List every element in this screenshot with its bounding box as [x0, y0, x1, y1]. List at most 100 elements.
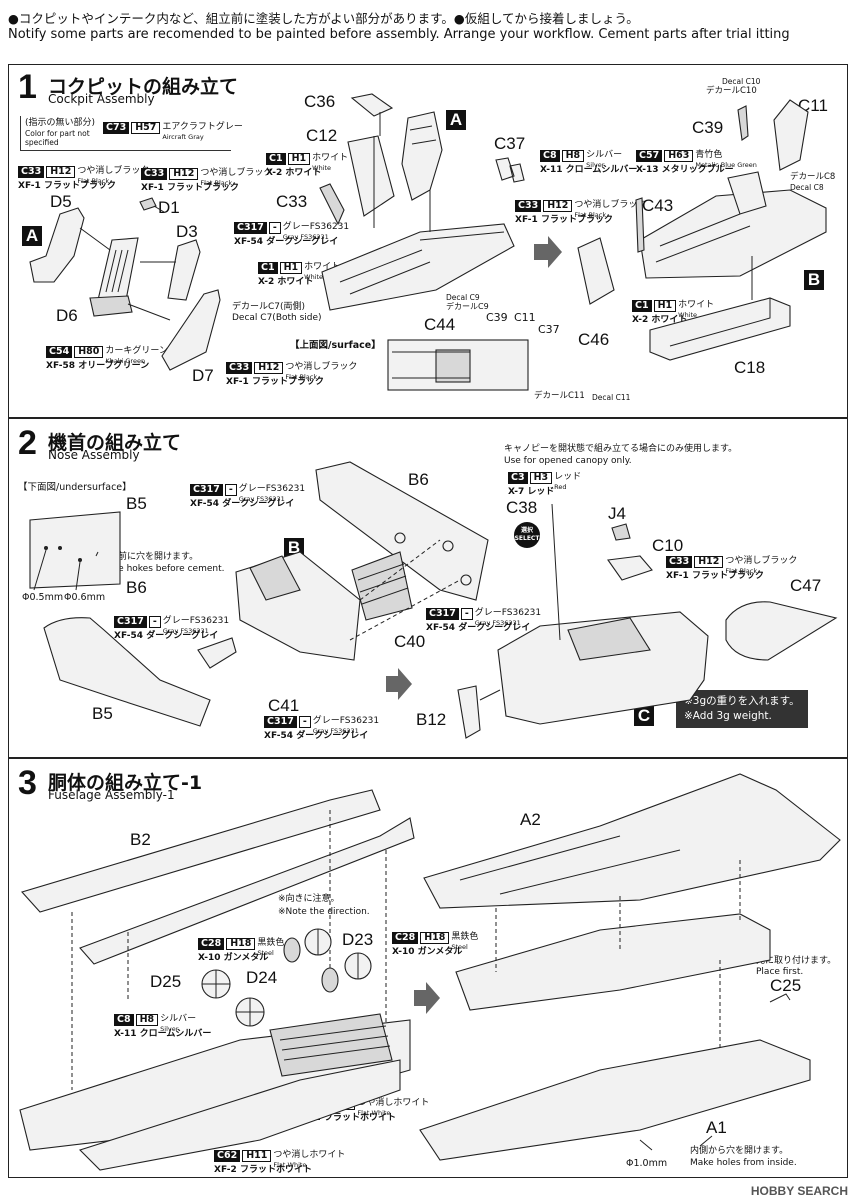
paint-jp: つや消しブラック	[725, 556, 798, 566]
paint-jp: つや消しブラック	[285, 362, 358, 372]
code2: -	[298, 716, 311, 728]
part-b-subassembly	[639, 189, 827, 279]
part-label-c25: C25	[770, 976, 802, 995]
paint-jp: ホワイト	[312, 153, 349, 163]
code2: H8	[135, 1014, 159, 1026]
holes-note-jp: 組立前に穴を開けます。	[100, 552, 199, 562]
part-label-c46: C46	[578, 330, 610, 349]
part-d3-shape	[167, 239, 201, 301]
decal-c9-jp: デカールC9	[446, 302, 489, 311]
unspec-jp: エアクラフトグレー	[162, 122, 243, 132]
decal-c8-en: Decal C8	[790, 183, 824, 192]
paint-jp: つや消しブラック	[200, 168, 273, 178]
paint-xf: XF-1 フラットブラック	[515, 215, 613, 225]
paint-jp: ホワイト	[304, 262, 341, 272]
paint-jp: 黒鉄色	[451, 932, 479, 942]
part-c40-shape	[351, 551, 413, 621]
paint-xf-c62-right: XF-2 フラットホワイト	[298, 1113, 396, 1123]
part-b-seat	[727, 171, 767, 215]
part-label-d25: D25	[150, 972, 182, 991]
holes-note-en: Make hokes before cement.	[100, 564, 225, 574]
paint-en: Gray FS36231	[238, 495, 285, 503]
part-label-b2: B2	[130, 830, 151, 849]
paint-xf-c62-left: XF-2 フラットホワイト	[214, 1165, 312, 1175]
part-d5-shape	[29, 207, 85, 283]
code2: H12	[543, 200, 573, 212]
code2: H1	[653, 300, 677, 312]
paint-en: White	[678, 311, 698, 319]
code1: C3	[508, 472, 528, 484]
decal-c8-jp: デカールC8	[790, 172, 836, 182]
code2: -	[148, 616, 161, 628]
select-en: SELECT	[514, 535, 540, 542]
paint-en: White	[304, 273, 324, 281]
paint-en: Silver	[586, 161, 605, 169]
paint-xf: XF-54 ダークシーグレイ	[190, 499, 295, 509]
part-c46-shape	[577, 237, 615, 305]
paint-en: Flat White	[273, 1161, 307, 1169]
paint-jp: シルバー	[160, 1014, 197, 1024]
step2-number: 2	[18, 424, 37, 462]
unspec-note-jp: (指示の無い部分)	[25, 118, 96, 128]
step2-title-jp: 機首の組み立て	[48, 432, 182, 454]
decal-c10-jp: デカールC10	[706, 86, 757, 96]
select-badge: 選択 SELECT	[514, 522, 540, 548]
paint-jp: グレーFS36231	[312, 716, 380, 726]
part-fuselage-mid	[455, 913, 771, 1011]
paint-xf: XF-1 フラットブラック	[666, 571, 764, 581]
decal-c11-en: Decal C11	[592, 393, 631, 402]
paint-en: Flat Black	[200, 179, 233, 187]
part-label-b5-under: B5	[126, 494, 147, 513]
code2: H18	[420, 932, 450, 944]
watermark: HOBBY SEARCH	[750, 1184, 848, 1198]
paint-en: Steel	[257, 949, 274, 957]
step3-number: 3	[18, 764, 37, 802]
part-label-d24: D24	[246, 968, 278, 987]
paint-en: Flat White	[357, 1109, 391, 1117]
paint-xf-c28-right: X-10 ガンメタル	[392, 947, 462, 957]
part-label-c12: C12	[306, 126, 338, 145]
part-b5-underside	[29, 511, 121, 589]
part-c43-shape	[635, 197, 645, 253]
paint-en: Metalic Blue Green	[695, 161, 757, 169]
inside-holes-jp: 内側から穴を開けます。	[690, 1146, 789, 1156]
unspec-code-2: H57	[131, 122, 161, 134]
part-b12-shape	[457, 685, 481, 739]
paint-jp: レッド	[554, 472, 582, 482]
surface-view-label: 【上面図/surface】	[290, 340, 381, 351]
weight-note-box: ※3gの重りを入れます。 ※Add 3g weight.	[676, 690, 808, 728]
part-label-c40: C40	[394, 632, 426, 651]
paint-xf: XF-58 オリーブグリーン	[46, 361, 150, 371]
paint-xf: XF-2 フラットホワイト	[214, 1165, 312, 1175]
decal-c10-en: Decal C10	[722, 77, 761, 86]
code1: C28	[198, 938, 225, 950]
part-b5-half	[43, 617, 211, 727]
code2: H18	[226, 938, 256, 950]
paint-xf-c317-c41: XF-54 ダークシーグレイ	[264, 731, 368, 741]
paint-xf: XF-54 ダークシーグレイ	[426, 623, 531, 633]
paint-en: Flat Black	[574, 211, 607, 219]
paint-en: Khaki Green	[105, 357, 146, 365]
paint-jp: 青竹色	[695, 150, 723, 160]
paint-en: Gray FS36231	[162, 627, 209, 635]
code2: H11	[242, 1150, 272, 1162]
paint-en: Steel	[451, 943, 468, 951]
hole-diameter-a1: Φ1.0mm	[626, 1158, 668, 1169]
part-label-d3: D3	[176, 222, 198, 241]
paint-xf-c317-c40: XF-54 ダークシーグレイ	[426, 623, 530, 633]
part-label-b5: B5	[92, 704, 113, 723]
code2: H1	[287, 153, 311, 165]
part-c39-shape	[737, 105, 749, 141]
part-label-c11-small: C11	[514, 311, 536, 324]
part-d23-cone-b	[321, 967, 339, 993]
step3-panel	[8, 758, 848, 1178]
paint-en: Flat Black	[285, 373, 318, 381]
part-label-c39-small: C39	[486, 311, 508, 324]
